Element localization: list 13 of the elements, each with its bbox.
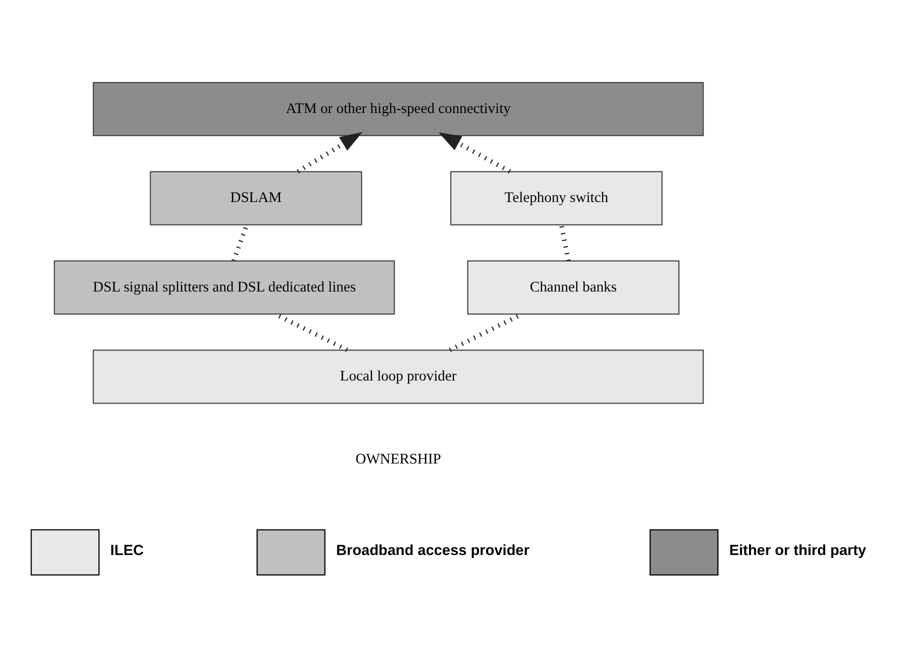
node-box: DSL signal splitters and DSL dedicated lines [54, 260, 395, 314]
node-box: Local loop provider [92, 349, 704, 404]
node-box: Telephony switch [450, 170, 663, 225]
legend-label: Either or third party [729, 542, 866, 559]
node-box: ATM or other high-speed connectivity [92, 81, 704, 136]
legend-label: ILEC [110, 542, 144, 559]
legend-label: Broadband access provider [336, 542, 530, 559]
arrow [438, 132, 511, 173]
node-box: Channel banks [467, 260, 680, 314]
connector [559, 224, 571, 261]
arrow [296, 132, 362, 173]
label: OWNERSHIP [355, 451, 442, 468]
node-box: DSLAM [150, 170, 362, 225]
